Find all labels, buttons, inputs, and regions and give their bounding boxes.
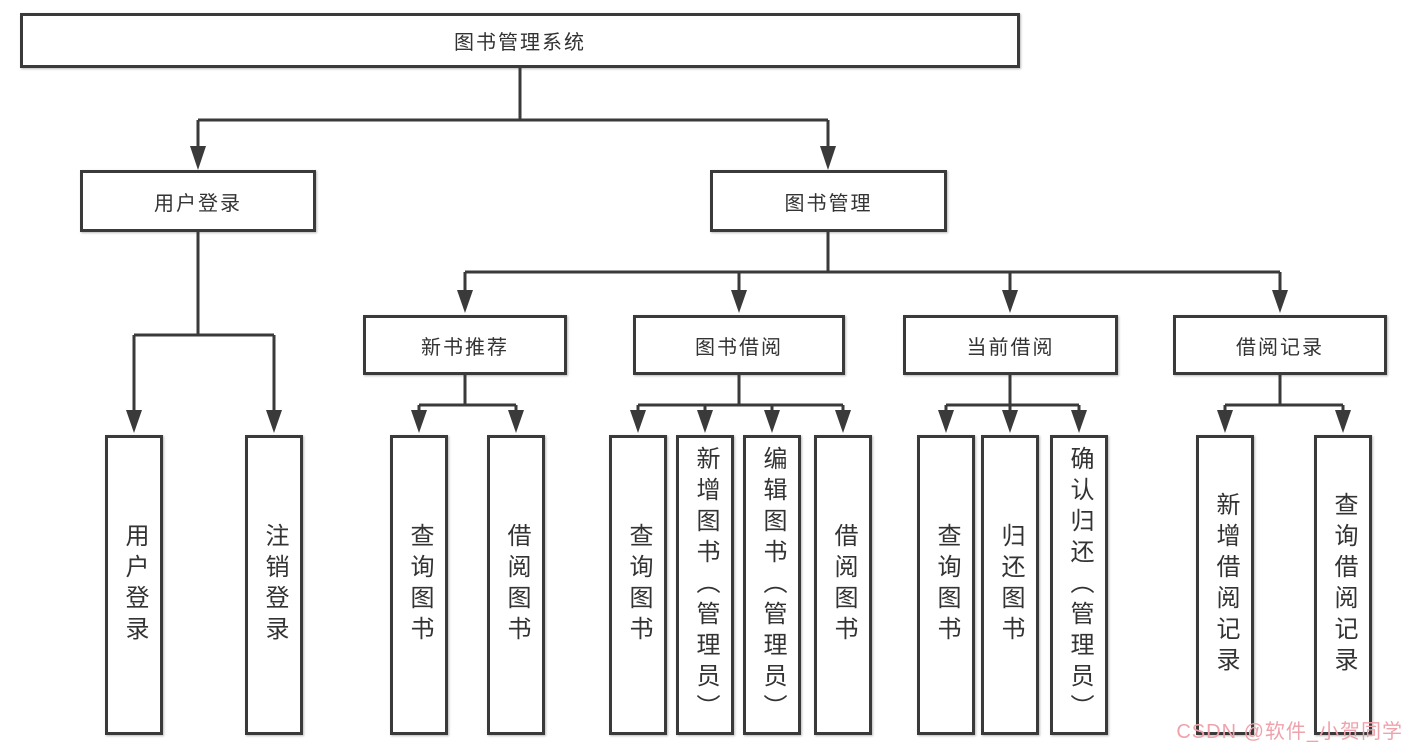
node-label: 新书推荐 xyxy=(421,336,509,359)
node-leaf-query-books-rec: 查询图书 xyxy=(390,435,448,735)
node-label: 借阅图书 xyxy=(503,523,530,647)
node-label: 用户登录 xyxy=(154,192,242,215)
node-root-system: 图书管理系统 xyxy=(20,13,1020,68)
node-label: 借阅图书 xyxy=(830,523,857,647)
node-label: 图书管理 xyxy=(784,192,873,215)
node-label: 借阅记录 xyxy=(1236,336,1324,359)
node-book-management: 图书管理 xyxy=(710,170,947,232)
node-leaf-logout: 注销登录 xyxy=(245,435,303,735)
node-label: 新增借阅记录 xyxy=(1212,492,1239,678)
node-label: 注销登录 xyxy=(261,523,288,647)
node-label: 用户登录 xyxy=(121,523,148,647)
node-user-login: 用户登录 xyxy=(80,170,316,232)
node-new-book-recommend: 新书推荐 xyxy=(363,315,567,375)
node-current-borrowing: 当前借阅 xyxy=(903,315,1118,375)
node-leaf-return-books: 归还图书 xyxy=(981,435,1039,735)
csdn-watermark: CSDN @软件_小贺同学 xyxy=(1176,721,1403,743)
node-leaf-query-books-current: 查询图书 xyxy=(917,435,975,735)
node-label: 图书借阅 xyxy=(695,336,783,359)
node-leaf-query-borrow-record: 查询借阅记录 xyxy=(1314,435,1372,735)
node-leaf-edit-books-admin: 编辑图书（管理员） xyxy=(743,435,801,735)
node-leaf-add-borrow-record: 新增借阅记录 xyxy=(1196,435,1254,735)
node-leaf-query-books-borrow: 查询图书 xyxy=(609,435,667,735)
arrowheads xyxy=(126,146,1351,433)
node-label: 确认归还（管理员） xyxy=(1066,445,1093,725)
node-label: 查询图书 xyxy=(933,523,960,647)
node-label: 当前借阅 xyxy=(966,336,1055,359)
node-leaf-borrow-books: 借阅图书 xyxy=(814,435,872,735)
node-label: 图书管理系统 xyxy=(454,32,586,54)
node-label: 查询借阅记录 xyxy=(1330,492,1357,678)
node-label: 新增图书（管理员） xyxy=(692,445,719,725)
node-leaf-user-login: 用户登录 xyxy=(105,435,163,735)
node-label: 查询图书 xyxy=(625,523,652,647)
node-label: 查询图书 xyxy=(406,523,433,647)
node-leaf-confirm-return-admin: 确认归还（管理员） xyxy=(1050,435,1108,735)
node-leaf-add-books-admin: 新增图书（管理员） xyxy=(676,435,734,735)
node-leaf-borrow-books-rec: 借阅图书 xyxy=(487,435,545,735)
node-label: 编辑图书（管理员） xyxy=(759,445,786,725)
node-borrowing-records: 借阅记录 xyxy=(1173,315,1387,375)
node-label: 归还图书 xyxy=(997,523,1024,647)
node-book-borrowing: 图书借阅 xyxy=(633,315,845,375)
